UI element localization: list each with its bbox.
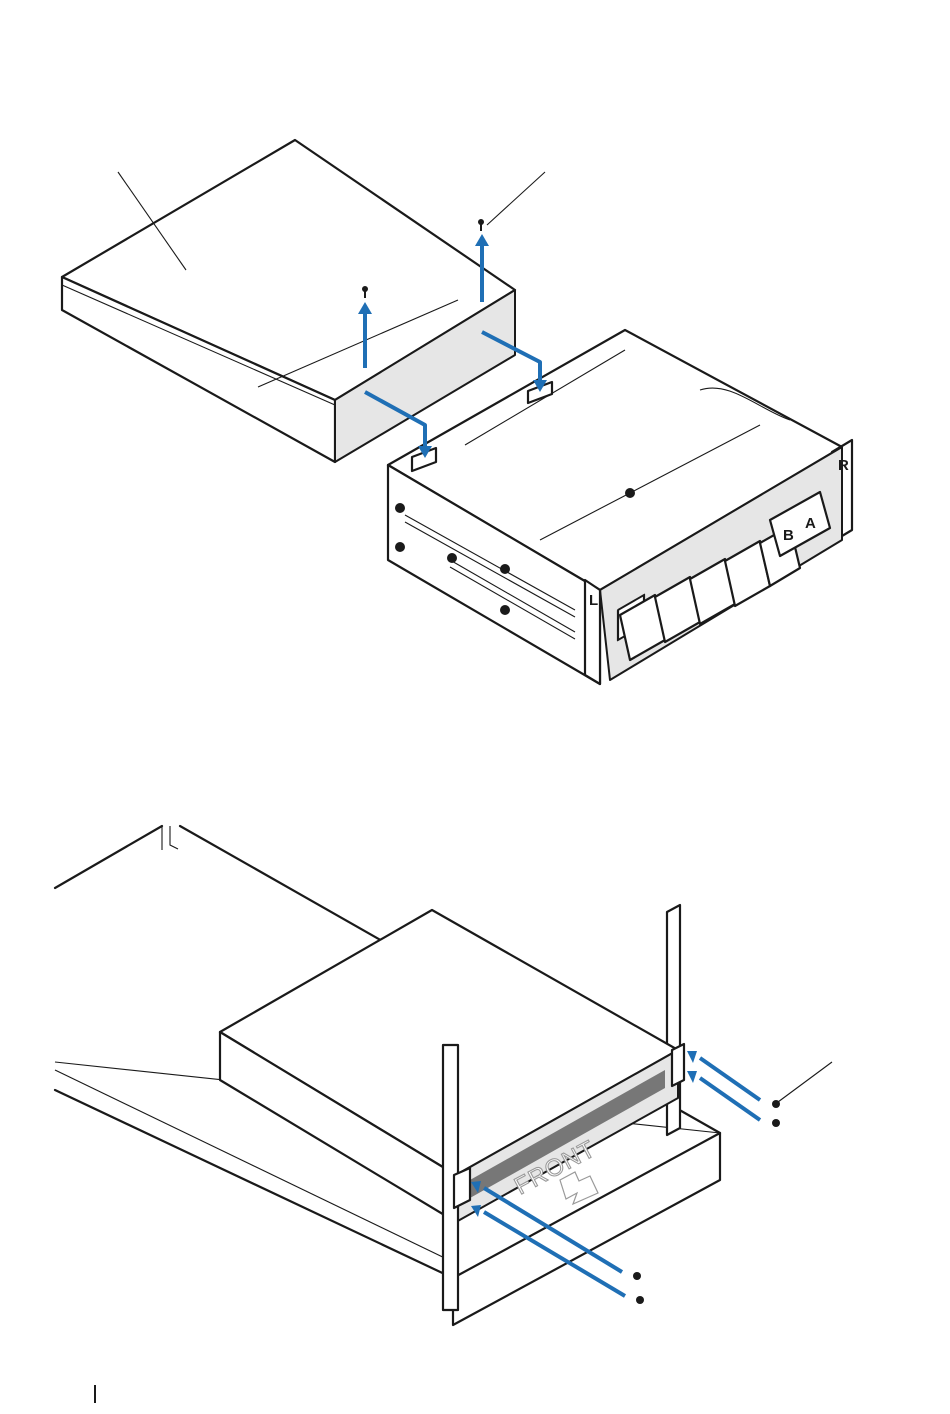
- screw-callout-line: [487, 172, 545, 225]
- front-arrow-icon: [560, 1172, 598, 1204]
- screw-callout-line-bottom: [778, 1062, 832, 1102]
- rail-label-right: R: [838, 457, 849, 474]
- rail-label-left: L: [589, 592, 598, 609]
- top-figure: B A L R: [62, 140, 852, 684]
- bottom-figure: FRONT: [55, 826, 832, 1325]
- psu-label-a: A: [805, 515, 816, 532]
- psu-label-b: B: [783, 527, 794, 544]
